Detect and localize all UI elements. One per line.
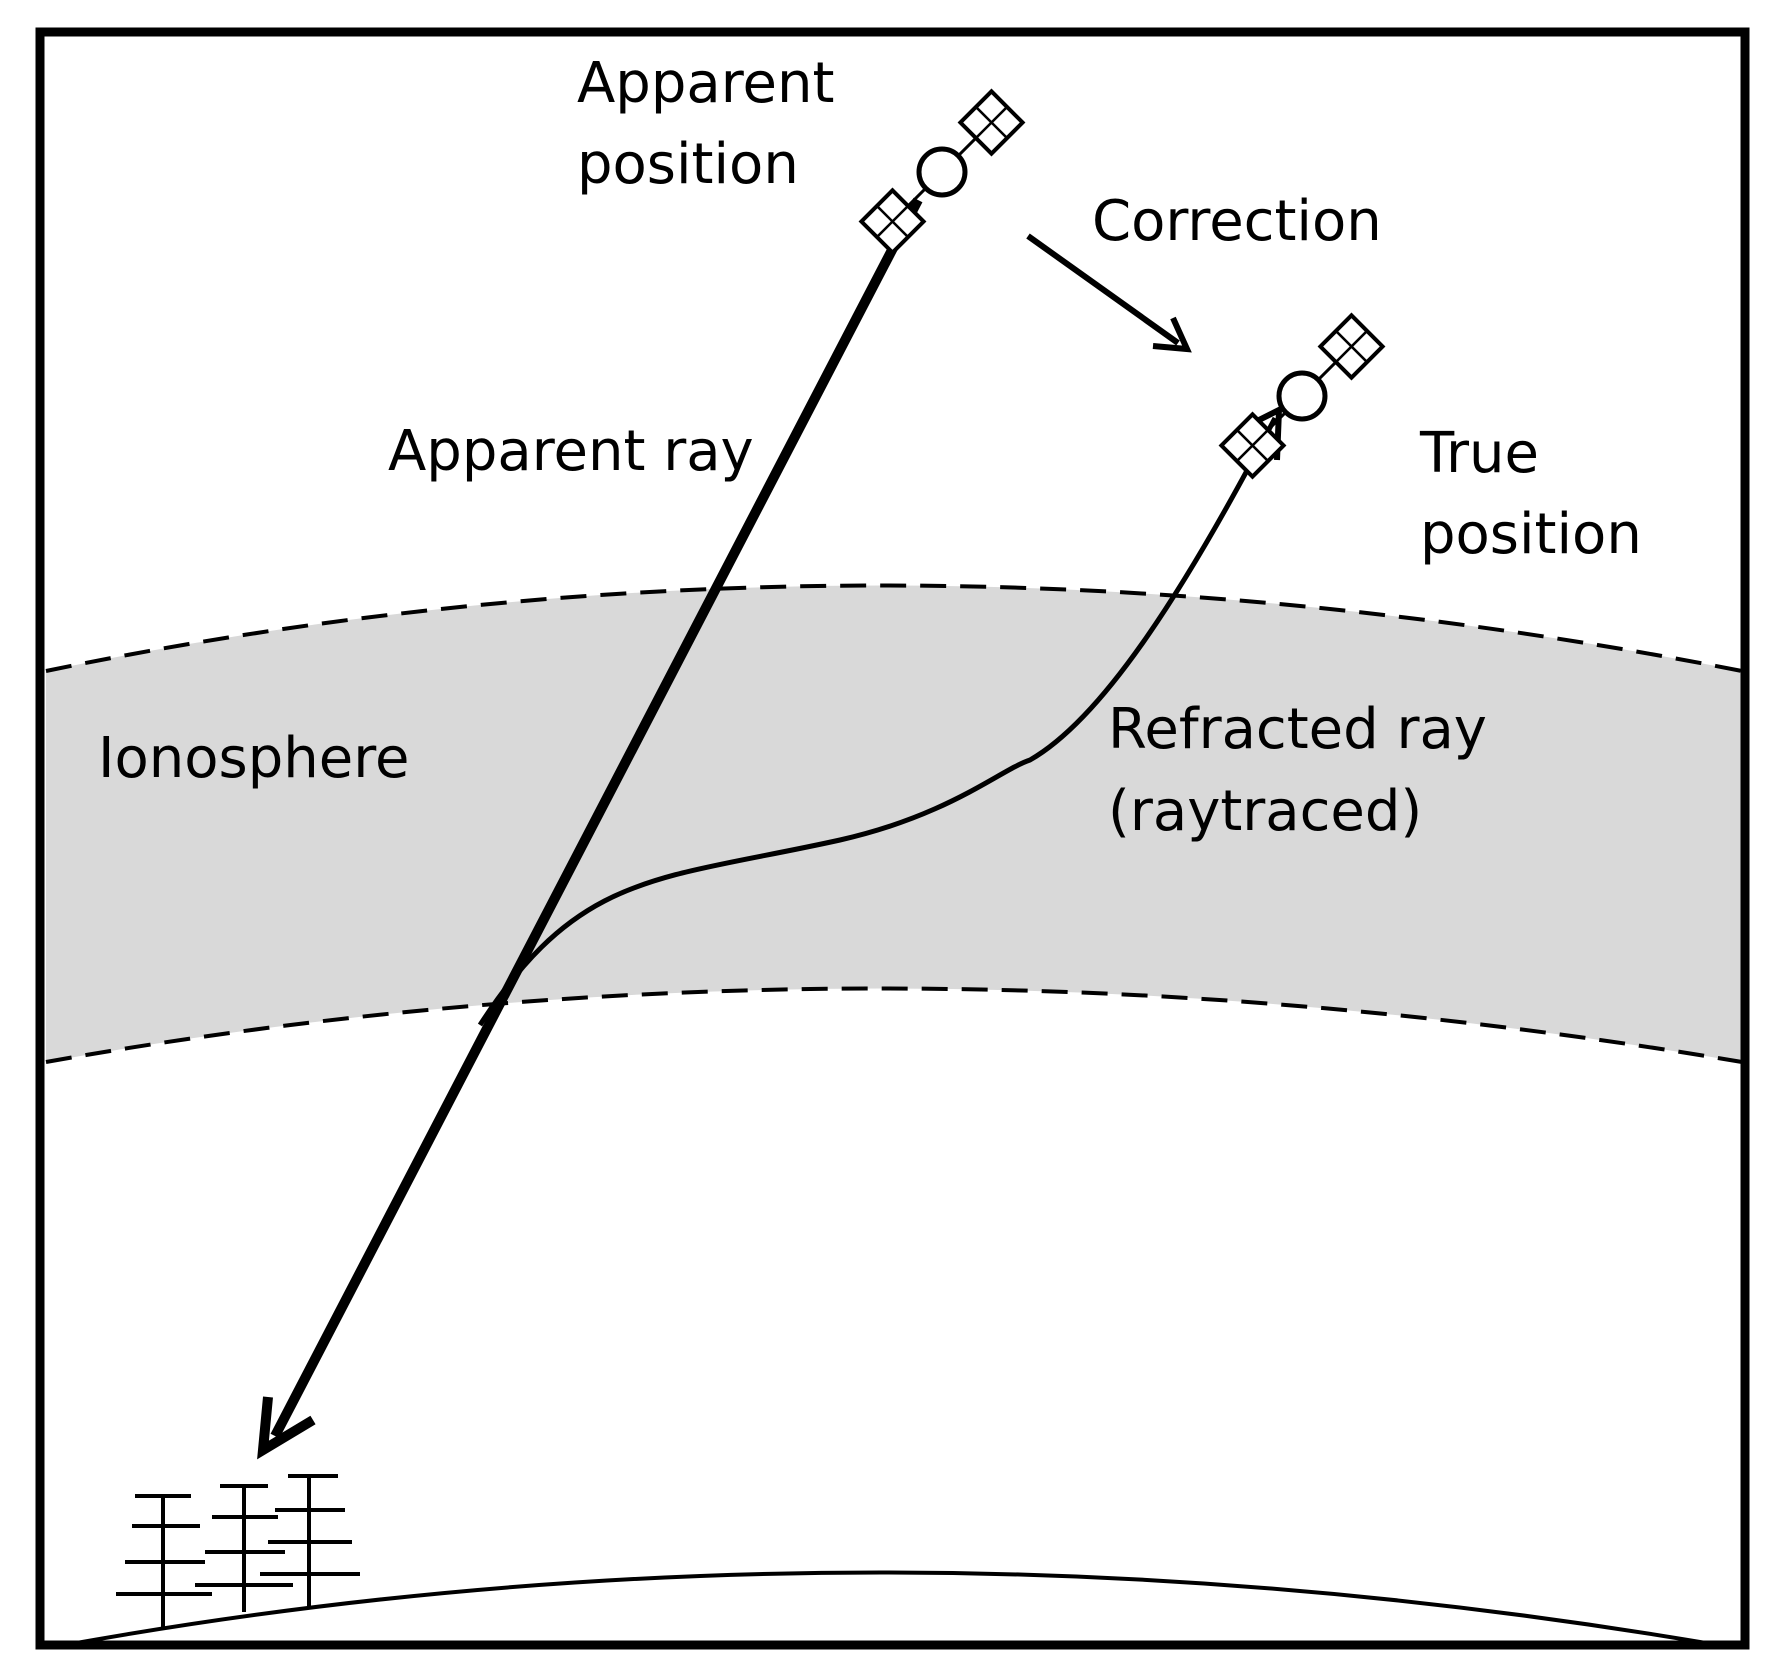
ionosphere-upper-boundary (45, 583, 1743, 673)
earth-surface (64, 1570, 1719, 1647)
antenna-array-icon (116, 1474, 360, 1630)
apparent-position-label-line2: position (577, 132, 799, 197)
ionosphere-lower-boundary (45, 986, 1743, 1064)
apparent-ray-line (270, 197, 923, 1439)
true-position-label-line1: True (1419, 421, 1539, 486)
refracted-ray-label-line1: Refracted ray (1108, 697, 1487, 762)
refracted-ray-label-line2: (raytraced) (1108, 779, 1422, 844)
apparent-position-label-line1: Apparent (577, 51, 834, 116)
correction-arrow-line (1026, 233, 1180, 346)
apparent-ray-arrowhead (257, 1396, 316, 1460)
true-position-label-line2: position (1420, 502, 1642, 567)
ionosphere-label: Ionosphere (98, 726, 409, 791)
correction-arrowhead (1152, 316, 1192, 353)
refracted-ray-line (477, 416, 1278, 1027)
apparent-ray-label: Apparent ray (388, 419, 754, 484)
correction-label: Correction (1092, 189, 1382, 254)
diagram-frame (35, 27, 1750, 1650)
apparent-satellite-icon (861, 91, 1024, 254)
true-satellite-icon (1221, 315, 1384, 478)
